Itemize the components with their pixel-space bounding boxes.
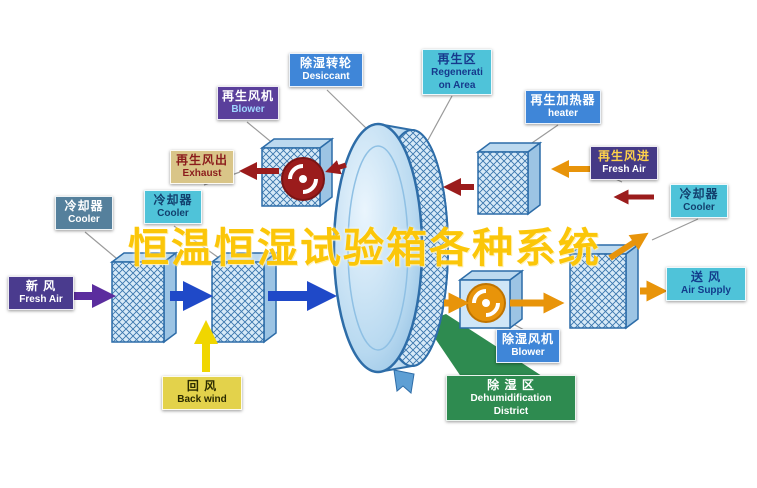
label-text-en: Cooler <box>683 202 715 213</box>
label-desiccant-wheel: 除湿转轮 Desiccant <box>289 53 363 87</box>
label-cooler-left: 冷却器 Cooler <box>144 190 202 224</box>
dehum-district-pointer <box>424 314 542 387</box>
label-text-zh: 再生风出 <box>175 153 228 167</box>
label-text-zh: 再生加热器 <box>530 93 596 107</box>
label-regeneration-area: 再生区 Regenerati on Area <box>422 49 492 95</box>
label-air-supply: 送 风 Air Supply <box>666 267 746 301</box>
label-text-zh: 再生风机 <box>222 89 275 103</box>
label-cooler-top-left: 冷却器 Cooler <box>55 196 113 230</box>
dehum-blower-fan-icon <box>466 283 506 323</box>
label-text-en: heater <box>547 108 578 119</box>
label-text-en: on Area <box>438 79 476 91</box>
regen-heater-box <box>475 141 543 216</box>
label-text-en: Cooler <box>157 208 189 219</box>
label-back-wind: 回 风 Back wind <box>162 376 242 410</box>
label-text-zh: 送 风 <box>690 270 722 284</box>
label-regen-exhaust: 再生风出 Exhaust <box>170 150 234 184</box>
page-title: 恒温恒湿试验箱各种系统 <box>128 225 601 271</box>
label-text-en: Back wind <box>177 394 227 405</box>
arrow-box-to-cooler-diag <box>608 232 649 261</box>
desiccant-wheel <box>332 122 449 394</box>
label-text-en: Air Supply <box>680 285 731 296</box>
label-text-zh: 再生风进 <box>597 149 650 163</box>
label-text-zh: 回 风 <box>186 379 218 393</box>
label-text-en: Blower <box>511 347 545 358</box>
heat-exchanger-box-b <box>209 251 279 344</box>
label-text-zh: 冷却器 <box>64 199 104 213</box>
label-text-en: Fresh Air <box>19 294 63 305</box>
label-text-en: Desiccant <box>302 71 350 82</box>
supply-cooler-box <box>567 243 641 330</box>
label-text-en: District <box>493 405 529 417</box>
label-text-zh: 再生区 <box>437 52 477 66</box>
label-text-en: Fresh Air <box>602 164 646 175</box>
arrow-wheel-to-fan <box>325 160 347 175</box>
label-regen-heater: 再生加热器 heater <box>525 90 601 124</box>
label-text-zh: 除湿转轮 <box>299 56 352 70</box>
wheel-ribbon <box>393 369 415 394</box>
label-cooler-right: 冷却器 Cooler <box>670 184 728 218</box>
label-text-en: Dehumidification <box>470 393 552 404</box>
label-text-zh: 除湿风机 <box>501 332 554 346</box>
label-text-zh: 除 湿 区 <box>487 378 535 392</box>
label-text-en: Blower <box>231 104 265 115</box>
label-dehum-blower: 除湿风机 Blower <box>496 329 560 363</box>
label-regen-blower: 再生风机 Blower <box>217 86 279 120</box>
label-text-en: Cooler <box>68 214 100 225</box>
label-text-zh: 冷却器 <box>153 193 193 207</box>
regen-blower-fan-icon <box>281 157 325 201</box>
label-text-zh: 冷却器 <box>679 187 719 201</box>
label-dehum-district: 除 湿 区 Dehumidification District <box>446 375 576 421</box>
label-text-zh: 新 风 <box>25 279 57 293</box>
label-text-en: Regenerati <box>431 67 483 78</box>
label-regen-fresh-air: 再生风进 Fresh Air <box>590 146 658 180</box>
label-text-en: Exhaust <box>182 168 222 179</box>
label-fresh-air: 新 风 Fresh Air <box>8 276 74 310</box>
